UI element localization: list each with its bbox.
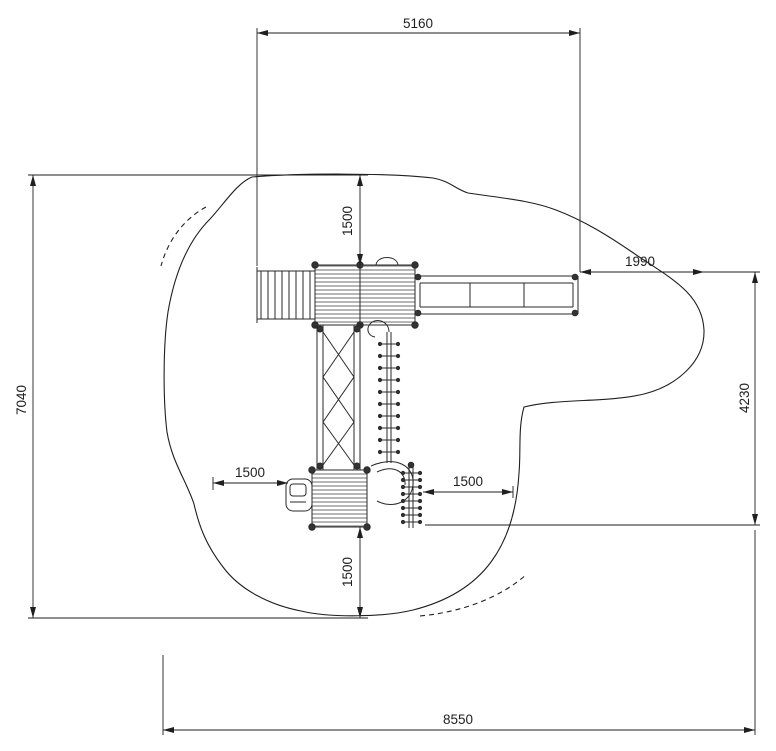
- pole-rungs: [377, 341, 401, 455]
- platform-2: [359, 257, 419, 329]
- dimension-label-right-height: 4230: [737, 383, 752, 413]
- entry-arch: [375, 257, 399, 266]
- safety-area-dashed-left: [160, 206, 207, 267]
- entry-ladder: [256, 267, 315, 323]
- dimension-left-clearance: [212, 477, 288, 490]
- bridge: [316, 325, 361, 470]
- dimension-overall-width: [162, 530, 756, 735]
- dimension-top-span: [256, 28, 581, 272]
- climbing-pole: [367, 320, 401, 463]
- dimension-label-bottom-clearance: 1500: [340, 557, 355, 587]
- dimension-right-clearance: [423, 486, 514, 498]
- safety-area-outline: [163, 173, 705, 617]
- platform-1: [311, 261, 364, 329]
- slide: [414, 273, 579, 317]
- dimension-overall-height: [28, 174, 368, 619]
- dimension-right-height: [425, 272, 760, 526]
- play-panel: [285, 478, 313, 512]
- climber-ladder: [400, 461, 423, 528]
- dimension-label-slide-runout: 1990: [625, 254, 655, 269]
- dimension-label-left-clearance: 1500: [235, 465, 265, 480]
- dimension-label-top-span: 5160: [403, 16, 433, 31]
- pole-top-curl: [367, 320, 390, 338]
- dimension-label-overall-width: 8550: [443, 712, 473, 727]
- spiral-climber: [370, 461, 414, 505]
- dimension-slide-runout: [580, 269, 760, 275]
- lower-platform: [308, 466, 371, 531]
- safety-area-dashed-bottom-right: [419, 573, 528, 617]
- dimension-top-clearance: [357, 175, 363, 265]
- dimension-label-overall-height: 7040: [14, 385, 29, 415]
- dimension-label-right-clearance: 1500: [453, 474, 483, 489]
- dimension-bottom-clearance: [357, 527, 363, 618]
- dimension-label-top-clearance: 1500: [340, 206, 355, 236]
